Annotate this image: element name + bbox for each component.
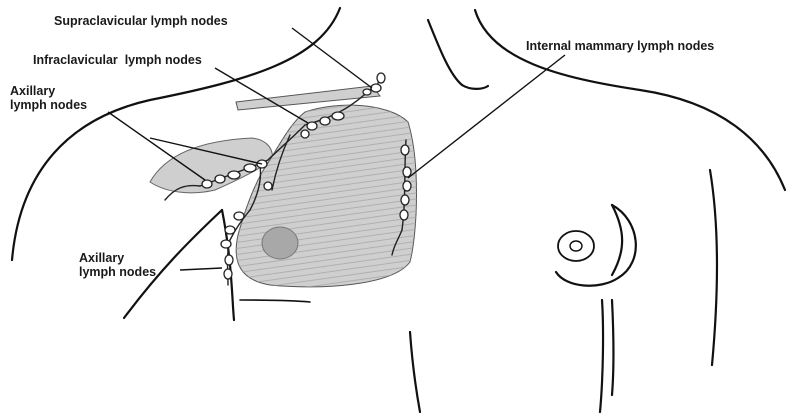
infraclavicular-node [307,122,317,130]
supraclavicular-node [363,89,371,95]
areola-right [558,231,594,261]
supraclavicular-node [371,84,381,92]
label-internal-mammary: Internal mammary lymph nodes [526,39,714,53]
axillary-node [224,269,232,279]
right-shoulder-outline [475,10,785,190]
axillary-node [225,226,235,234]
axillary-node [225,255,233,265]
internal-mammary-node [401,195,409,205]
axillary-node [215,175,225,183]
infraclavicular-node [332,112,344,120]
internal-mammary-node [400,210,408,220]
axillary-node [221,240,231,248]
axillary-node [228,171,240,179]
supraclavicular-node [377,73,385,83]
internal-mammary-node [403,167,411,177]
internal-mammary-node [401,145,409,155]
leader-internal-mammary [408,55,565,178]
internal-mammary-node [403,181,411,191]
label-axillary-lower: Axillary lymph nodes [79,251,156,279]
right-arm-outline [710,170,717,365]
infraclavicular-node [301,130,309,138]
axillary-node [264,182,272,190]
leader-axillary-top-a [108,112,205,180]
axillary-node [234,212,244,220]
infraclavicular-node [320,117,330,125]
axillary-node [244,164,256,172]
axillary-node [202,180,212,188]
leader-axillary-bottom [180,268,222,270]
label-infraclavicular: Infraclavicular lymph nodes [33,53,202,67]
label-supraclavicular: Supraclavicular lymph nodes [54,14,228,28]
label-axillary-upper: Axillary lymph nodes [10,84,87,112]
areola-left [262,227,298,259]
right-breast-outline [556,205,636,286]
leader-supraclavicular [292,28,372,88]
